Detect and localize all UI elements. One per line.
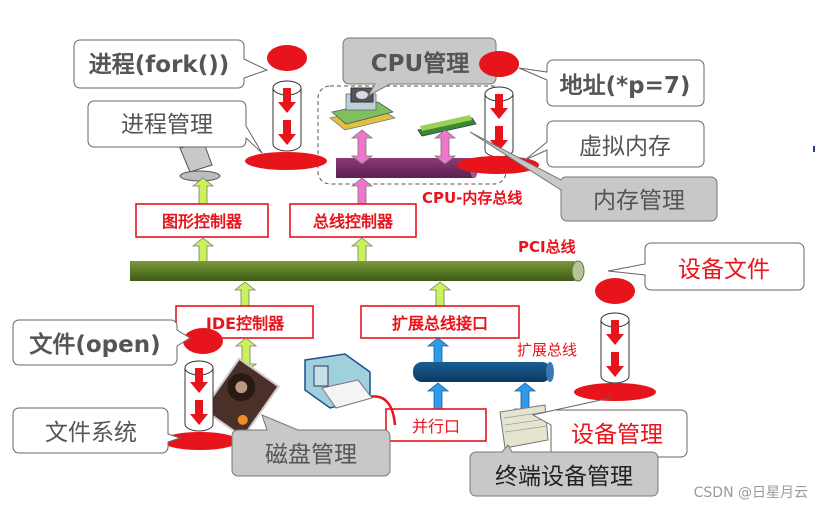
expansion-bus-label: 扩展总线 [517, 341, 577, 359]
process-abstraction-top [267, 45, 307, 71]
graphics-controller-label: 图形控制器 [162, 212, 243, 231]
file-cylinder [184, 360, 214, 432]
svg-text:终端设备管理: 终端设备管理 [495, 464, 633, 490]
cpu-to-bus-arrow [351, 129, 373, 165]
printer-icon [304, 353, 373, 409]
svg-text:设备文件: 设备文件 [678, 257, 770, 283]
callout-disk-mgmt: 磁盘管理 [231, 414, 391, 477]
expansion-bus [413, 362, 554, 382]
pci-bus-label: PCI总线 [518, 238, 576, 256]
watermark: CSDN @日星月云 [694, 485, 808, 501]
callout-cpu-mgmt: CPU管理 [342, 37, 497, 98]
callout-terminal-mgmt: 终端设备管理 [469, 444, 659, 497]
device-cylinder [600, 312, 630, 384]
svg-text:CPU管理: CPU管理 [371, 50, 469, 77]
callout-process-fork: 进程(fork()) [73, 39, 269, 89]
ram-to-bus-arrow [434, 129, 456, 165]
graphics-controller-box: 图形控制器 [135, 203, 269, 238]
svg-text:磁盘管理: 磁盘管理 [265, 442, 357, 468]
svg-text:内存管理: 内存管理 [593, 188, 685, 214]
process-cylinder [272, 80, 302, 152]
parallel-port-label: 并行口 [412, 417, 460, 436]
file-abstraction-top [183, 328, 223, 354]
callout-device-mgmt: 设备管理 [531, 397, 688, 458]
hard-disk-icon [202, 357, 280, 439]
memory-cylinder [484, 86, 514, 158]
bus-controller-box: 总线控制器 [289, 203, 417, 238]
keyboard-icon [499, 404, 549, 449]
cpu-chip-icon [329, 87, 397, 131]
cpu-memory-bus-label: CPU-内存总线 [422, 189, 522, 207]
file-abstraction-base [162, 432, 238, 450]
callout-process-mgmt: 进程管理 [87, 100, 263, 154]
monitor-icon [179, 142, 221, 182]
parallel-port-box: 并行口 [385, 408, 487, 442]
printer-cable [367, 395, 397, 426]
device-abstraction-top [595, 278, 635, 304]
pci-bus [130, 260, 585, 282]
svg-text:设备管理: 设备管理 [571, 422, 663, 448]
memory-abstraction-top-overlay [479, 51, 519, 77]
callout-file-system: 文件系统 [12, 407, 182, 454]
callout-device-file: 设备文件 [607, 242, 805, 291]
bus-controller-label: 总线控制器 [313, 212, 394, 231]
callout-address: 地址(*p=7) [518, 59, 705, 107]
callout-file-open: 文件(open) [12, 319, 191, 366]
process-abstraction-base [245, 152, 327, 170]
expansion-interface-box: 扩展总线接口 [360, 305, 520, 339]
edge-mark [813, 146, 815, 152]
callout-memory-mgmt: 内存管理 [469, 131, 718, 222]
ram-module-icon [417, 115, 477, 137]
svg-text:进程管理: 进程管理 [121, 112, 213, 138]
svg-text:文件系统: 文件系统 [45, 420, 137, 446]
svg-text:地址(*p=7): 地址(*p=7) [560, 73, 691, 99]
svg-text:进程(fork()): 进程(fork()) [89, 52, 230, 78]
ide-controller-label: IDE控制器 [206, 314, 285, 333]
svg-text:虚拟内存: 虚拟内存 [579, 134, 671, 160]
expansion-interface-label: 扩展总线接口 [392, 314, 488, 333]
device-abstraction-base [574, 383, 656, 401]
cpu-memory-bus [336, 158, 478, 178]
svg-text:文件(open): 文件(open) [29, 331, 160, 358]
callout-virtual-memory: 虚拟内存 [524, 120, 705, 168]
